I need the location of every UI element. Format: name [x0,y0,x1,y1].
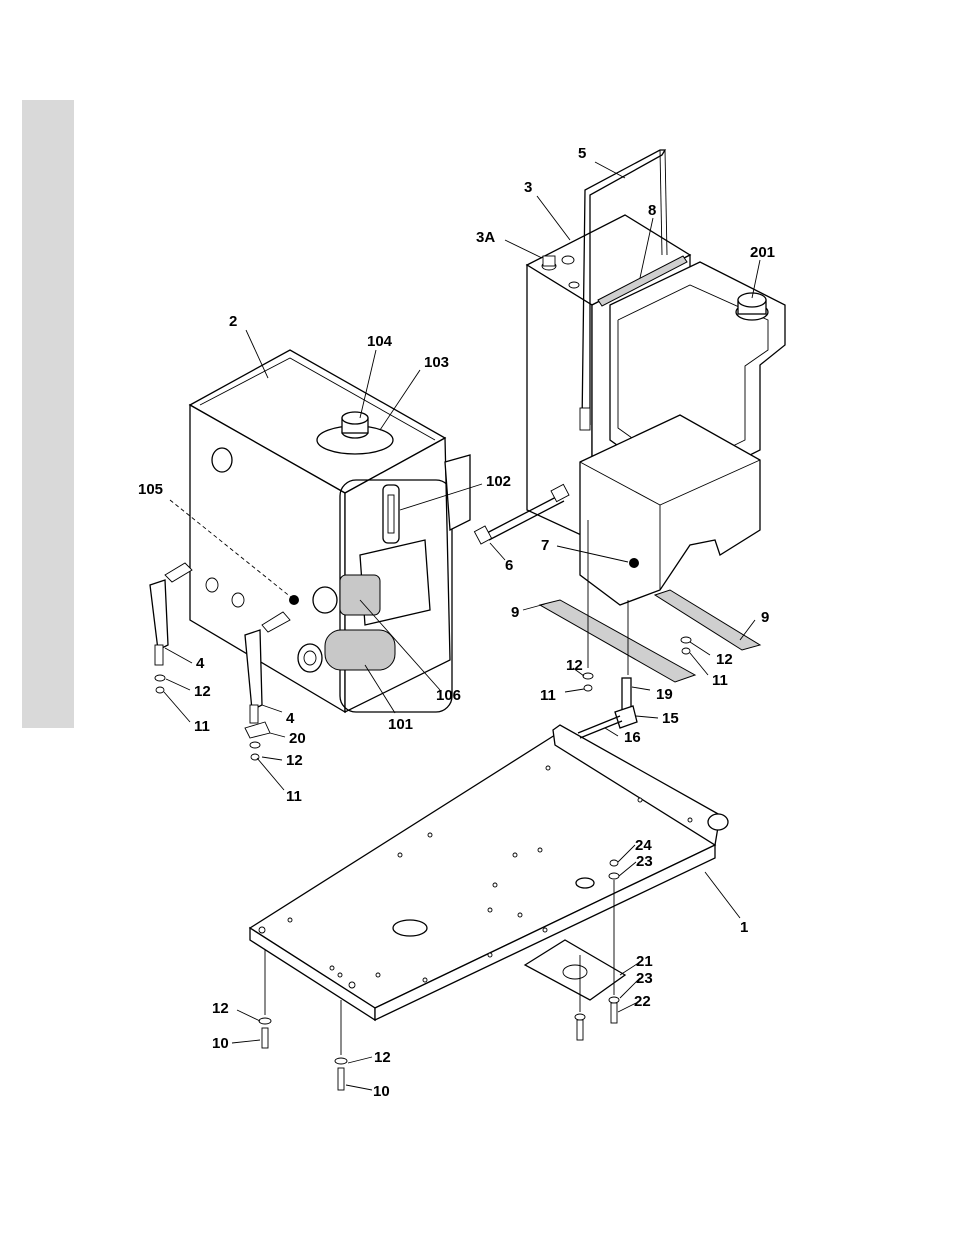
callout-4-middle: 4 [286,710,295,727]
callout-11-tank-right: 11 [712,672,728,689]
callout-19: 19 [656,686,673,703]
callout-23-top: 23 [636,853,653,870]
callout-12-base-left: 12 [212,1000,229,1017]
callout-104: 104 [367,333,393,350]
callout-11-middle: 11 [286,788,302,805]
callout-12-left: 12 [194,683,211,700]
callout-2: 2 [229,313,237,330]
callout-24: 24 [635,837,652,854]
callout-1: 1 [740,919,748,936]
callout-10-base-middle: 10 [373,1083,390,1100]
hydraulic-tank [190,350,470,712]
callout-16: 16 [624,729,641,746]
callout-11-tank-left: 11 [540,687,556,704]
callout-22: 22 [634,993,651,1010]
callout-8: 8 [648,202,656,219]
callout-15: 15 [662,710,679,727]
callout-103: 103 [424,354,449,371]
callout-5: 5 [578,145,586,162]
callout-21: 21 [636,953,653,970]
callout-9-right: 9 [761,609,769,626]
pad-9-right [655,590,760,650]
callout-201: 201 [750,244,775,261]
callout-101: 101 [388,716,413,733]
callout-4-left: 4 [196,655,205,672]
callout-3: 3 [524,179,532,196]
callout-11-left: 11 [194,718,210,735]
pad-9-left [540,600,695,682]
callout-12-middle: 12 [286,752,303,769]
callout-6: 6 [505,557,513,574]
mounting-base [250,725,728,1020]
callout-105: 105 [138,481,163,498]
callout-12-base-middle: 12 [374,1049,391,1066]
callout-12-tank-right: 12 [716,651,733,668]
callout-102: 102 [486,473,511,490]
callout-7: 7 [541,537,549,554]
callout-12-tank-left: 12 [566,657,583,674]
fuel-tank [527,215,785,605]
callout-106: 106 [436,687,461,704]
callout-10-base-left: 10 [212,1035,229,1052]
callout-23-bottom: 23 [636,970,653,987]
callout-20: 20 [289,730,306,747]
callout-3a: 3A [476,229,495,246]
callout-9-left: 9 [511,604,519,621]
